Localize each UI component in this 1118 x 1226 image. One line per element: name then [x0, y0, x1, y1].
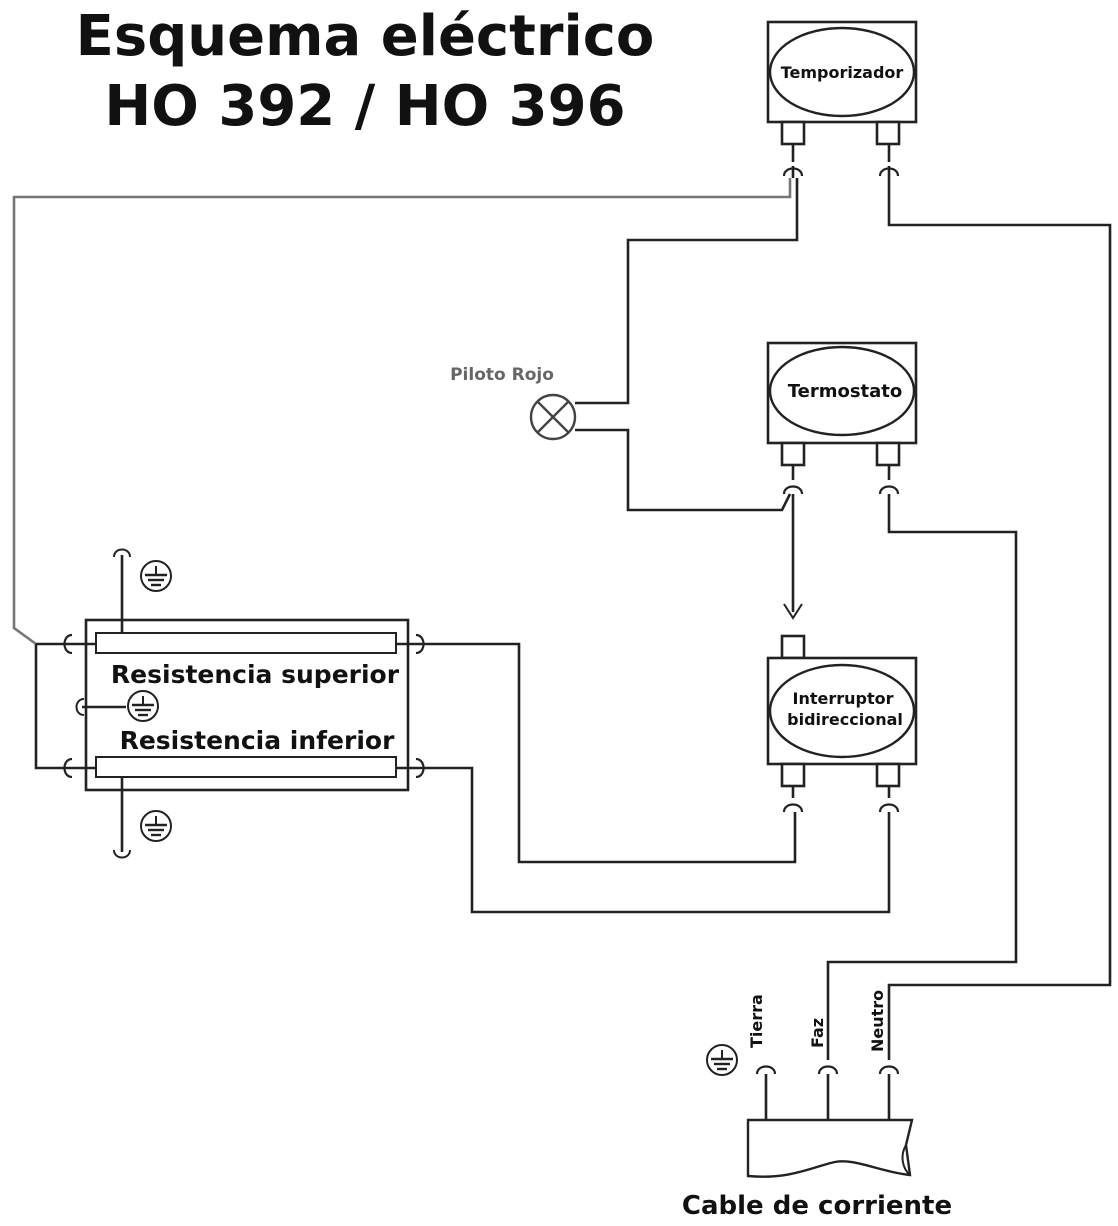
- switch-label-line-2: bidireccional: [787, 710, 903, 729]
- pilot-lamp-component: Piloto Rojo: [450, 365, 577, 441]
- wire-pilot-to-thermostat: [575, 428, 792, 512]
- wire-cable-leads: [764, 1074, 891, 1120]
- upper-resistance-label: Resistencia superior: [111, 660, 400, 689]
- switch-label-line-1: Interruptor: [793, 689, 894, 708]
- wire-thermostat-arrow: [783, 603, 803, 620]
- timer-component: Temporizador: [766, 20, 918, 178]
- title-line-1: Esquema eléctrico: [75, 4, 655, 69]
- wire-resistance-left-bus: [34, 642, 60, 770]
- power-cable-label: Cable de corriente: [682, 1191, 952, 1221]
- neutral-terminal-label: Neutro: [868, 990, 887, 1052]
- pilot-label: Piloto Rojo: [450, 365, 554, 385]
- wire-upper-resistance-to-switch: [430, 642, 797, 864]
- power-cable-component: Tierra Faz Neutro Cable de corriente: [682, 990, 952, 1221]
- earth-ground-icon: [139, 809, 173, 843]
- phase-terminal-label: Faz: [808, 1018, 827, 1048]
- wire-timer-to-resistances: [12, 178, 792, 646]
- thermostat-label: Termostato: [788, 381, 903, 402]
- lower-resistance-label: Resistencia inferior: [120, 726, 395, 755]
- resistances-component: Resistencia superior Resistencia inferio…: [60, 548, 430, 859]
- diagram-title: Esquema eléctrico HO 392 / HO 396: [0, 0, 730, 142]
- title-line-2: HO 392 / HO 396: [104, 74, 626, 139]
- thermostat-component: Termostato: [766, 341, 918, 496]
- earth-ground-icon: [126, 689, 160, 723]
- wire-thermostat-to-phase: [826, 494, 1018, 1060]
- timer-label: Temporizador: [781, 63, 904, 82]
- earth-ground-icon: [705, 1043, 739, 1077]
- earth-terminal-label: Tierra: [747, 994, 766, 1048]
- earth-ground-icon: [139, 559, 173, 593]
- wire-lower-resistance-to-switch: [430, 766, 891, 914]
- bidirectional-switch-component: Interruptor bidireccional: [766, 634, 918, 814]
- wire-timer-to-pilot: [575, 178, 799, 405]
- wire-timer-to-neutral: [887, 178, 1112, 1060]
